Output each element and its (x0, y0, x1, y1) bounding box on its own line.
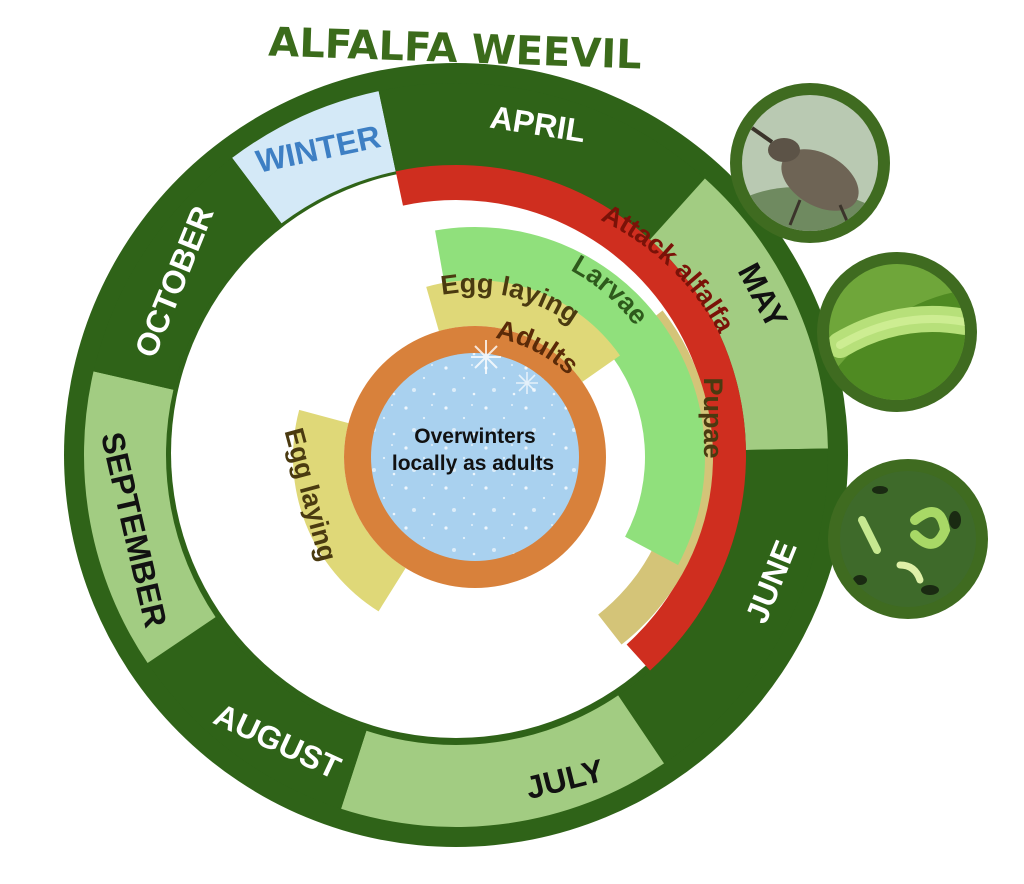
snowflake-icon (471, 340, 501, 374)
stage-arc-attack-alfalfa (395, 165, 746, 671)
larva-on-leaf-photo (817, 252, 977, 412)
stage-label-pupae: Pupae (698, 377, 728, 458)
stage-arc-egg-laying-spring (426, 280, 620, 382)
center-label-line2: locally as adults (392, 452, 554, 475)
center-snow-texture (371, 353, 579, 561)
month-segment-august (147, 617, 367, 809)
adult-weevil-photo (730, 83, 890, 243)
stage-arcs (293, 165, 746, 671)
snowflake-icon (516, 372, 538, 394)
stage-arc-egg-laying-fall (293, 409, 406, 612)
month-segment-may (650, 178, 828, 450)
larvae-damage-photo (828, 459, 988, 619)
month-segment-july (341, 695, 665, 827)
center-label-line1: Overwinters (414, 425, 535, 448)
month-segment-september (83, 371, 216, 664)
month-segment-april (378, 83, 705, 240)
month-segment-winter (232, 91, 396, 224)
month-segment-october (93, 157, 282, 390)
month-segment-june (618, 448, 828, 764)
stage-arc-larvae (435, 227, 705, 565)
